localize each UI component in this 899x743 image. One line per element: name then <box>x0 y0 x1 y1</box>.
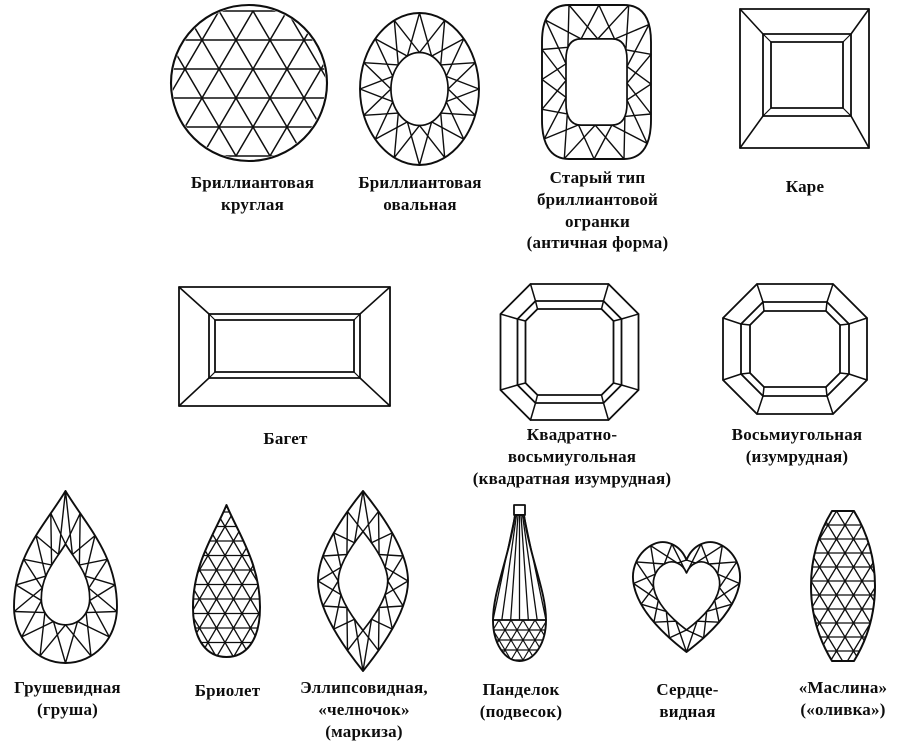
marquise-diagram <box>314 487 412 675</box>
square-emerald-diagram <box>497 281 642 423</box>
octagonal-emerald-label: Восьмиугольная (изумрудная) <box>731 425 863 466</box>
carre-diagram <box>737 6 872 151</box>
olive-diagram <box>809 506 877 666</box>
oval-brilliant-diagram <box>357 10 482 168</box>
carre-label: Каре <box>785 177 825 196</box>
briolette-diagram <box>189 501 264 661</box>
pendeloque-label: Панделок (подвесок) <box>479 680 563 721</box>
olive-label: «Маслина» («оливка») <box>798 678 888 719</box>
octagonal-emerald-diagram <box>721 282 869 416</box>
baguette-diagram <box>177 284 392 409</box>
oval-brilliant-label: Бриллиантовая овальная <box>358 173 482 214</box>
pear-diagram <box>8 487 123 667</box>
antique-cushion-label: Старый тип бриллиантовой огранки (античн… <box>526 168 669 253</box>
briolette-label: Бриолет <box>194 681 261 700</box>
heart-label: Сердце- видная <box>656 680 719 721</box>
heart-diagram <box>629 538 744 656</box>
pear-label: Грушевидная (груша) <box>14 678 121 719</box>
square-emerald-label: Квадратно- восьмиугольная (квадратная из… <box>472 425 672 488</box>
antique-cushion-diagram <box>539 2 654 162</box>
marquise-label: Эллипсовидная, «челночок» (маркиза) <box>300 678 428 741</box>
round-brilliant-diagram <box>168 2 330 164</box>
pendeloque-diagram <box>487 503 552 665</box>
round-brilliant-label: Бриллиантовая круглая <box>190 173 315 214</box>
baguette-label: Багет <box>263 429 308 448</box>
